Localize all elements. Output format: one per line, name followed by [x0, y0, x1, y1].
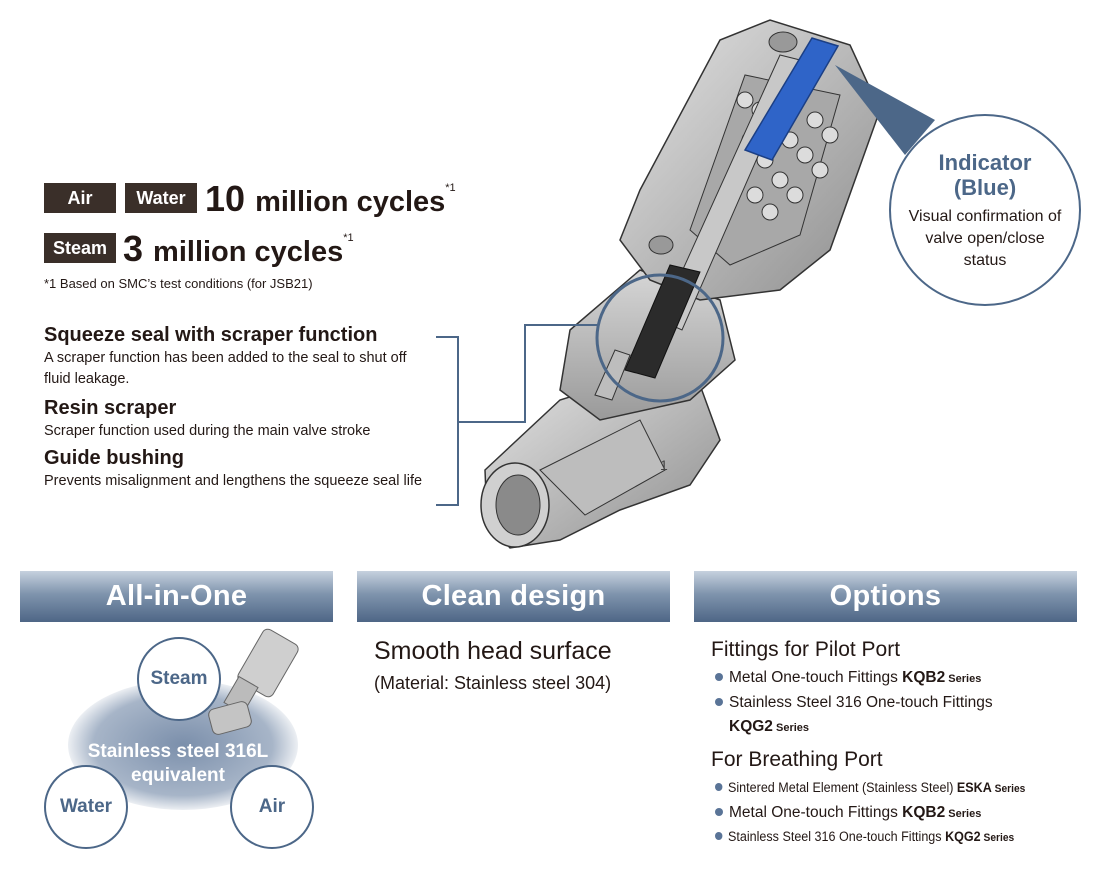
- options-pilot-heading: Fittings for Pilot Port: [711, 638, 901, 661]
- clean-design-line1: Smooth head surface: [374, 637, 612, 665]
- options-breathing-item-2: Metal One-touch Fittings KQB2 Series: [715, 804, 981, 822]
- options-breathing-item-1: Sintered Metal Element (Stainless Steel)…: [715, 780, 1025, 795]
- circle-water: Water: [44, 765, 128, 849]
- bullet-icon: [715, 808, 723, 816]
- cycles-air-water: 10 million cycles*1: [205, 178, 456, 220]
- options-breathing-item-3: Stainless Steel 316 One-touch Fittings K…: [715, 829, 1014, 844]
- bullet-icon: [715, 832, 723, 840]
- item-text: Metal One-touch Fittings: [729, 669, 903, 686]
- cycles-air-water-unit: million cycles: [255, 186, 446, 218]
- indicator-title: Indicator (Blue): [938, 150, 1032, 200]
- cycles-steam: 3 million cycles*1: [123, 228, 354, 270]
- feature-resin-scraper-title: Resin scraper: [44, 397, 177, 419]
- item-suffix: Series: [945, 673, 982, 685]
- feature-squeeze-seal-desc: A scraper function has been added to the…: [44, 350, 407, 387]
- cycles-steam-number: 3: [123, 228, 144, 269]
- item-suffix: Series: [991, 783, 1026, 795]
- item-suffix: Series: [980, 832, 1015, 844]
- options-pilot-item-2: Stainless Steel 316 One-touch Fittings: [715, 694, 993, 712]
- item-code: ESKA: [956, 780, 992, 795]
- feature-guide-bushing-desc: Prevents misalignment and lengthens the …: [44, 473, 423, 489]
- footnote: *1 Based on SMC’s test conditions (for J…: [44, 276, 313, 291]
- item-code: KQB2: [902, 804, 946, 821]
- item-code: KQB2: [902, 669, 946, 686]
- material-label: Stainless steel 316L equivalent: [87, 741, 269, 786]
- tag-air: Air: [44, 183, 116, 213]
- valve-port-marking: 1: [660, 457, 668, 473]
- circle-air: Air: [230, 765, 314, 849]
- cycles-air-water-number: 10: [205, 178, 246, 219]
- feature-squeeze-seal-title: Squeeze seal with scraper function: [44, 324, 378, 346]
- tag-steam: Steam: [44, 233, 116, 263]
- indicator-callout-circle: Indicator (Blue) Visual confirmation of …: [889, 114, 1081, 306]
- valve-product-photo: [208, 628, 299, 735]
- item-text: Stainless Steel 316 One-touch Fittings: [728, 829, 946, 844]
- bullet-icon: [715, 698, 723, 706]
- item-suffix: Series: [945, 808, 982, 820]
- item-suffix: Series: [772, 722, 810, 734]
- feature-resin-scraper-desc: Scraper function used during the main va…: [44, 423, 371, 439]
- feature-guide-bushing-title: Guide bushing: [44, 447, 184, 469]
- cycles-steam-unit: million cycles: [153, 236, 344, 268]
- bullet-icon: [715, 783, 723, 791]
- bullet-icon: [715, 673, 723, 681]
- indicator-description: Visual confirmation of valve open/close …: [908, 208, 1062, 269]
- item-code: KQG2: [945, 829, 981, 844]
- item-text: Stainless Steel 316 One-touch Fittings: [729, 694, 993, 711]
- footnote-mark-2: *1: [343, 232, 354, 244]
- options-pilot-item-1: Metal One-touch Fittings KQB2 Series: [715, 669, 981, 687]
- section-header-options: Options: [694, 571, 1077, 622]
- item-code: KQG2: [729, 718, 773, 735]
- item-text: Metal One-touch Fittings: [729, 804, 903, 821]
- item-text: Sintered Metal Element (Stainless Steel): [728, 780, 957, 795]
- valve-cutaway-illustration: 1: [480, 19, 881, 549]
- options-breathing-heading: For Breathing Port: [711, 748, 883, 771]
- circle-steam: Steam: [137, 637, 221, 721]
- tag-water: Water: [125, 183, 197, 213]
- clean-design-line2: (Material: Stainless steel 304): [374, 673, 612, 693]
- section-header-clean-design: Clean design: [357, 571, 670, 622]
- section-header-all-in-one: All-in-One: [20, 571, 333, 622]
- footnote-mark-1: *1: [445, 182, 456, 194]
- options-pilot-item-2-code: KQG2 Series: [729, 718, 809, 736]
